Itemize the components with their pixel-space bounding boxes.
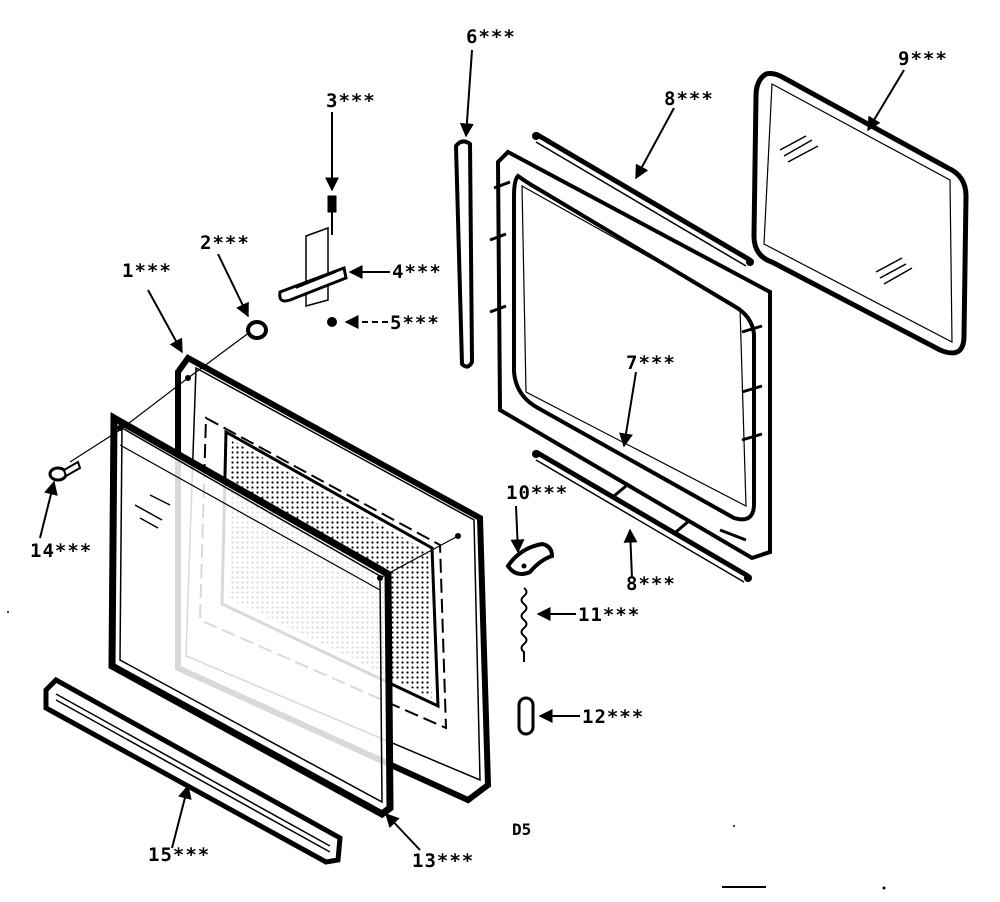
window-glass xyxy=(751,71,969,356)
side-trim-strip xyxy=(453,139,475,369)
leader-1 xyxy=(147,289,183,354)
leader-7 xyxy=(619,371,637,448)
leader-15 xyxy=(171,784,192,849)
leader-10 xyxy=(510,505,525,554)
spring-part xyxy=(520,587,528,662)
leader-13 xyxy=(385,812,421,851)
bottom-trim xyxy=(43,676,343,865)
callout-11: 11*** xyxy=(578,604,641,626)
leader-8-bottom xyxy=(623,528,638,579)
pin-part xyxy=(517,696,535,736)
callout-5: 5*** xyxy=(390,312,440,334)
assembly-lines xyxy=(69,331,459,591)
screw-part xyxy=(48,460,82,482)
callout-7: 7*** xyxy=(626,352,676,374)
hinge-rod-top xyxy=(532,131,754,267)
callout-6: 6*** xyxy=(466,26,516,48)
leader-9 xyxy=(867,69,905,132)
leader-8-top xyxy=(635,107,675,180)
callout-9: 9*** xyxy=(898,48,948,70)
hinge-rod-bottom xyxy=(532,449,752,583)
door-glass-gasket xyxy=(108,412,394,819)
callout-3: 3*** xyxy=(326,90,376,112)
leader-lines xyxy=(39,49,905,851)
callout-10: 10*** xyxy=(506,482,569,504)
leader-2 xyxy=(217,253,249,318)
inner-door-liner xyxy=(489,149,772,561)
figure-code: D5 xyxy=(512,820,532,839)
callout-8-bottom: 8*** xyxy=(626,573,676,595)
scan-marks xyxy=(7,611,886,890)
leader-14 xyxy=(39,480,58,539)
latch-part xyxy=(505,541,555,576)
leader-6 xyxy=(459,49,474,138)
hinge-bracket-assembly xyxy=(278,195,348,327)
callout-14: 14*** xyxy=(30,540,93,562)
callout-8-top: 8*** xyxy=(664,88,714,110)
callout-13: 13*** xyxy=(412,850,475,872)
callout-1: 1*** xyxy=(122,260,172,282)
callout-15: 15*** xyxy=(148,844,211,866)
callout-12: 12*** xyxy=(582,706,645,728)
callout-2: 2*** xyxy=(200,232,250,254)
callout-4: 4*** xyxy=(392,261,442,283)
grommet-part xyxy=(246,320,268,340)
